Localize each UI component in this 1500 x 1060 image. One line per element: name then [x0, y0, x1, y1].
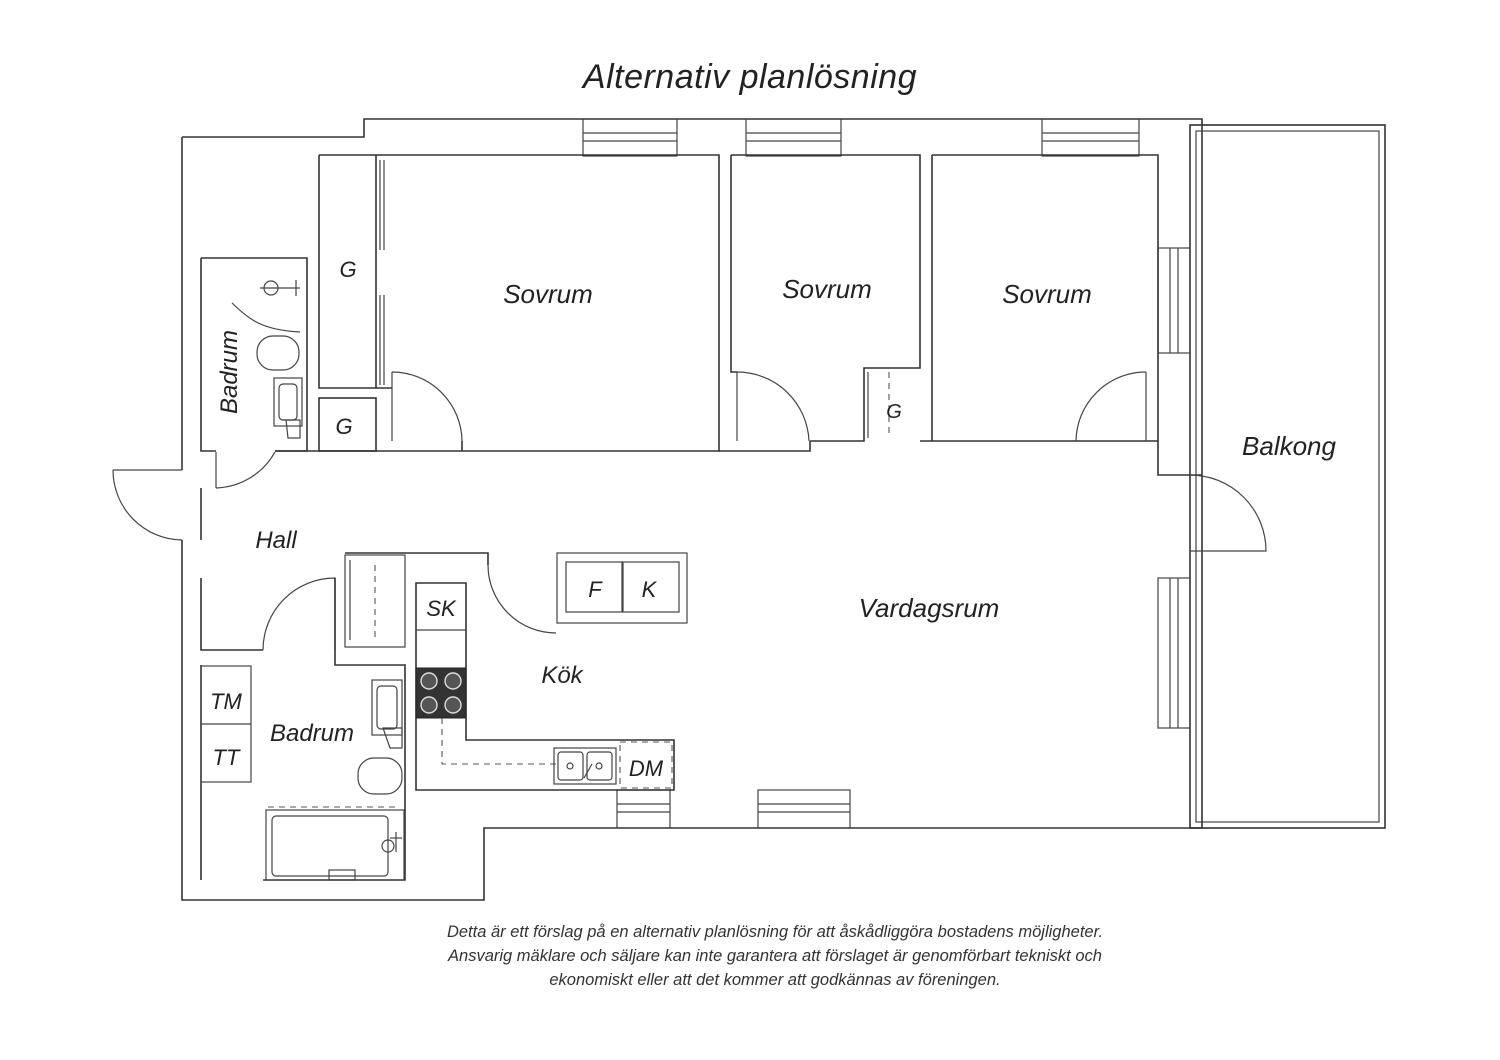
side-windows: [1157, 247, 1191, 729]
label-frys: F: [588, 577, 603, 602]
upper-bathroom: [200, 257, 308, 452]
label-kyl: K: [642, 577, 658, 602]
kitchen: [415, 552, 688, 791]
plan-title: Alternativ planlösning: [582, 58, 918, 96]
room-label-hall: Hall: [255, 527, 297, 554]
disclaimer-line-1: Detta är ett förslag på en alternativ pl…: [446, 923, 1104, 941]
label-garderob-1: G: [339, 257, 356, 282]
bedroom-walls: [275, 154, 1202, 476]
room-label-sovrum-2: Sovrum: [782, 274, 872, 304]
label-tvattmaskin: TM: [210, 689, 242, 714]
disclaimer: Detta är ett förslag på en alternativ pl…: [330, 920, 1220, 992]
label-garderob-3: G: [886, 401, 902, 423]
top-windows: [582, 118, 1140, 157]
label-garderob-2: G: [335, 414, 352, 439]
label-skap: SK: [426, 596, 457, 621]
door-swings: [112, 371, 1267, 651]
room-label-badrum-upper: Badrum: [216, 330, 243, 414]
label-diskmaskin: DM: [629, 756, 664, 781]
room-label-sovrum-3: Sovrum: [1002, 279, 1092, 309]
room-label-badrum-lower: Badrum: [270, 720, 354, 747]
room-label-sovrum-1: Sovrum: [503, 279, 593, 309]
lower-bathroom: [200, 554, 406, 881]
label-torktumlare: TT: [213, 745, 241, 770]
room-label-kok: Kök: [541, 662, 584, 689]
room-label-balkong: Balkong: [1242, 431, 1336, 461]
outer-walls: [181, 118, 1203, 901]
disclaimer-line-3: ekonomiskt eller att det kommer att godk…: [549, 971, 1001, 989]
disclaimer-line-2: Ansvarig mäklare och säljare kan inte ga…: [448, 947, 1102, 965]
balcony: [1189, 124, 1386, 829]
bottom-windows: [616, 789, 851, 829]
room-label-vardagsrum: Vardagsrum: [859, 593, 1000, 623]
